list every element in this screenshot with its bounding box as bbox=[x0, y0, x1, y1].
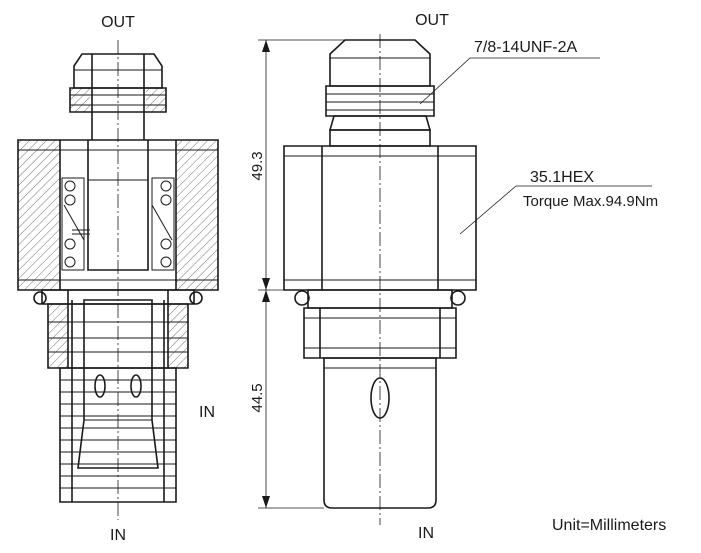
side-in-label: IN bbox=[199, 404, 215, 421]
o-ring-right bbox=[189, 291, 203, 305]
units-label: Unit=Millimeters bbox=[552, 517, 666, 534]
hex-leader bbox=[459, 185, 652, 235]
o-ring-right-ext bbox=[450, 290, 466, 306]
dim-upper-label: 49.3 bbox=[249, 151, 266, 180]
height-dimension: 49.3 44.5 bbox=[249, 39, 345, 509]
inlet-tube bbox=[323, 357, 437, 509]
o-ring-left bbox=[33, 291, 47, 305]
cross-section-view: OUT IN IN bbox=[17, 14, 219, 544]
lower-thread bbox=[303, 289, 457, 359]
right-out-label: OUT bbox=[415, 12, 449, 29]
dim-lower-label: 44.5 bbox=[249, 383, 266, 412]
exterior-view: 49.3 44.5 OUT IN 7/8-14UNF-2A 35.1HEX To… bbox=[249, 12, 666, 542]
thread-leader bbox=[419, 57, 600, 105]
left-in-label: IN bbox=[110, 527, 126, 544]
hex-body bbox=[283, 145, 477, 291]
flare-end bbox=[325, 39, 435, 147]
thread-spec-label: 7/8-14UNF-2A bbox=[474, 39, 577, 56]
hex-body-section bbox=[17, 139, 219, 291]
inlet-sleeve-section bbox=[59, 299, 177, 503]
spring bbox=[61, 177, 175, 271]
left-out-label: OUT bbox=[101, 14, 135, 31]
hex-size-label: 35.1HEX bbox=[530, 169, 594, 186]
torque-label: Torque Max.94.9Nm bbox=[523, 193, 658, 210]
o-ring-left-ext bbox=[294, 290, 310, 306]
right-in-label: IN bbox=[418, 525, 434, 542]
top-fitting bbox=[69, 53, 167, 140]
